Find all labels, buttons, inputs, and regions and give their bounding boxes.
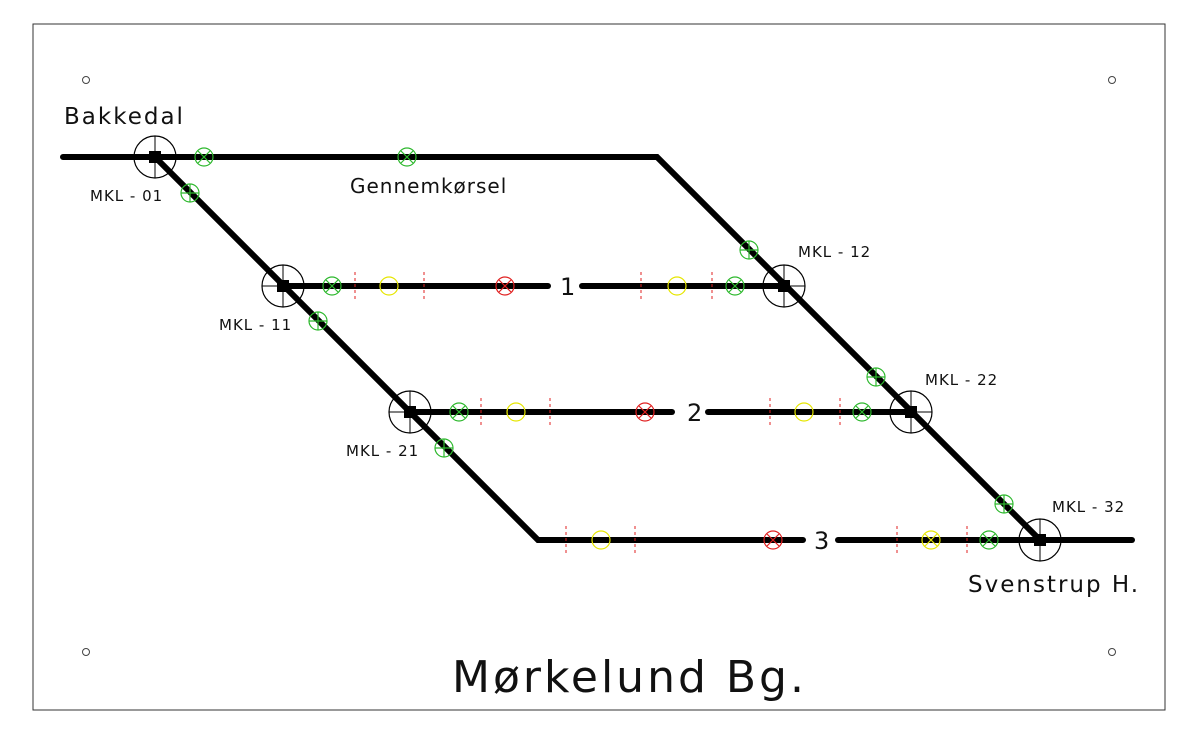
mounting-hole-icon <box>82 76 90 84</box>
switch-label-mkl-12: MKL - 12 <box>798 243 871 261</box>
track-1-label: 1 <box>560 273 575 301</box>
signal-green-plus-icon[interactable] <box>434 438 454 458</box>
drawing-frame <box>32 23 1166 711</box>
switch-mkl-21[interactable] <box>388 390 432 434</box>
signal-green-plus-icon[interactable] <box>866 367 886 387</box>
signal-green-icon[interactable] <box>194 147 214 167</box>
signal-yellow-icon[interactable] <box>794 402 814 422</box>
mounting-hole-icon <box>1108 648 1116 656</box>
signal-yellow-icon[interactable] <box>667 276 687 296</box>
switch-mkl-32[interactable] <box>1018 518 1062 562</box>
track-2-label: 2 <box>687 399 702 427</box>
track-3-label: 3 <box>814 527 829 555</box>
signal-green-icon[interactable] <box>449 402 469 422</box>
signal-yellow-icon[interactable] <box>591 530 611 550</box>
signal-green-plus-icon[interactable] <box>180 183 200 203</box>
signal-green-plus-icon[interactable] <box>739 240 759 260</box>
stop-signals <box>495 276 783 550</box>
signal-green-icon[interactable] <box>397 147 417 167</box>
signal-yellow-icon[interactable] <box>921 530 941 550</box>
signal-red-icon[interactable] <box>763 530 783 550</box>
mounting-hole-icon <box>82 648 90 656</box>
switch-label-mkl-32: MKL - 32 <box>1052 498 1125 516</box>
main-line-diverging <box>152 154 806 543</box>
switch-mkl-12[interactable] <box>762 264 806 308</box>
signal-green-icon[interactable] <box>979 530 999 550</box>
station-east-label: Svenstrup H. <box>968 572 1140 598</box>
signal-green-icon[interactable] <box>725 276 745 296</box>
proceed-signals <box>180 147 1014 550</box>
switch-mkl-22[interactable] <box>889 390 933 434</box>
switch-mkl-11[interactable] <box>261 264 305 308</box>
signal-red-icon[interactable] <box>495 276 515 296</box>
insulated-joints <box>354 272 968 554</box>
signal-green-icon[interactable] <box>852 402 872 422</box>
switch-label-mkl-11: MKL - 11 <box>219 316 292 334</box>
signal-yellow-icon[interactable] <box>506 402 526 422</box>
signal-green-plus-icon[interactable] <box>994 494 1014 514</box>
diagram-title: Mørkelund Bg. <box>452 652 807 703</box>
signal-yellow-icon[interactable] <box>379 276 399 296</box>
signal-red-icon[interactable] <box>635 402 655 422</box>
through-route-label: Gennemkørsel <box>350 174 507 198</box>
switch-label-mkl-22: MKL - 22 <box>925 371 998 389</box>
signal-green-plus-icon[interactable] <box>308 311 328 331</box>
station-west-label: Bakkedal <box>64 104 185 130</box>
caution-signals <box>379 276 941 550</box>
switch-label-mkl-21: MKL - 21 <box>346 442 419 460</box>
switch-label-mkl-01: MKL - 01 <box>90 187 163 205</box>
mounting-hole-icon <box>1108 76 1116 84</box>
switch-mkl-01[interactable] <box>133 135 177 179</box>
signal-green-icon[interactable] <box>322 276 342 296</box>
